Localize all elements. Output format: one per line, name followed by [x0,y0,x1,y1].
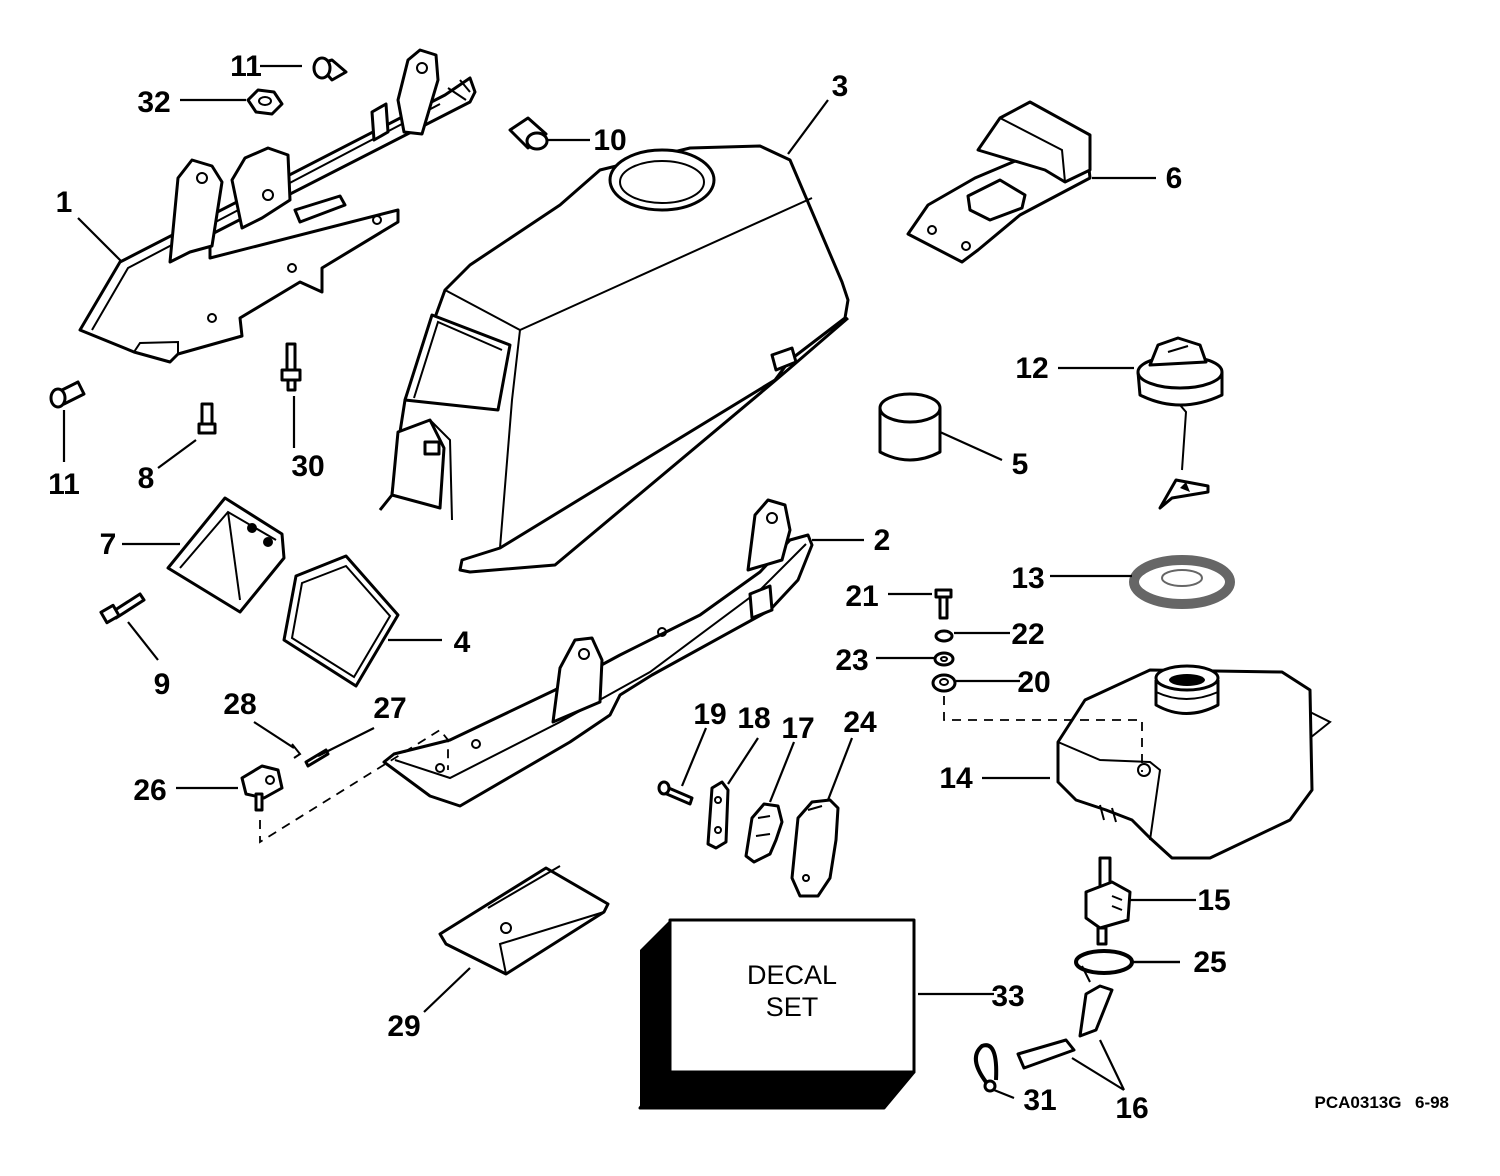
part-11-screw-lower [49,380,86,409]
callout-14: 14 [939,762,973,795]
part-29-plate [438,865,610,976]
callout-1: 1 [56,186,73,219]
callout-5: 5 [1012,448,1029,481]
callout-9: 9 [154,668,171,701]
callout-27: 27 [373,692,406,725]
callout-31: 31 [1023,1084,1056,1117]
part-17-clip [744,802,784,864]
callout-4: 4 [454,626,471,659]
callout-labels: 1 2 3 4 5 6 7 8 9 10 11 11 12 13 14 15 1… [48,50,1231,1125]
callout-22: 22 [1011,618,1044,651]
callout-8: 8 [138,462,155,495]
part-1-cowl-side [78,48,477,364]
callout-7: 7 [100,528,117,561]
part-15-fuel-valve [1084,856,1132,946]
callout-11-lower: 11 [48,468,80,501]
callout-30: 30 [291,450,324,483]
part-7-latch [166,496,286,614]
callout-20: 20 [1017,666,1050,699]
part-13-seal [1129,555,1235,609]
part-30-stud [280,342,302,392]
part-16-hose [1016,984,1114,1070]
drawing-date: 6-98 [1415,1093,1449,1112]
drawing-reference: PCA0313G [1315,1093,1402,1112]
part-25-clamp [1074,949,1134,983]
callout-16: 16 [1115,1092,1148,1125]
part-23-washer [933,651,955,667]
callout-32: 32 [137,86,170,119]
part-14-fuel-tank [1056,664,1332,860]
assembly-dashed-lines [259,696,1143,844]
callout-33: 33 [991,980,1024,1013]
part-28-retainer [291,743,302,759]
callout-24: 24 [843,706,877,739]
callout-10: 10 [593,124,626,157]
part-26-fitting [240,764,284,812]
part-3-motor-cover [378,144,850,574]
callout-19: 19 [693,698,726,731]
callout-12: 12 [1015,352,1048,385]
callout-21: 21 [845,580,878,613]
callout-26: 26 [133,774,166,807]
part-6-latch-plate [906,100,1092,264]
part-33-decal-set: DECAL SET [638,918,916,1110]
part-31-clamp [974,1043,999,1093]
part-22-washer [934,629,954,643]
callout-3: 3 [832,70,849,103]
callout-6: 6 [1166,162,1183,195]
callout-28: 28 [223,688,256,721]
part-8-screw [197,402,217,435]
part-11-screw-upper [312,56,348,82]
callout-23: 23 [835,644,868,677]
leader-lines [62,64,1196,1100]
part-4-gasket [282,554,400,688]
part-19-screw [657,780,694,806]
part-32-nut [246,88,284,116]
part-24-pad [790,798,840,898]
part-2-cowl-side [382,498,814,808]
part-12-filler-cap [1136,336,1224,510]
part-10-bushing [508,116,549,151]
callout-25: 25 [1193,946,1226,979]
decal-line-1: DECAL [747,960,837,990]
callout-15: 15 [1197,884,1230,917]
part-9-screw [99,592,146,625]
callout-18: 18 [737,702,770,735]
part-18-plate [706,780,730,850]
callout-11-upper: 11 [230,50,262,83]
callout-29: 29 [387,1010,420,1043]
callout-13: 13 [1011,562,1044,595]
part-5-grommet [878,392,942,462]
callout-17: 17 [781,712,814,745]
callout-2: 2 [874,524,891,557]
decal-line-2: SET [766,992,819,1022]
part-21-screw [934,588,953,620]
part-20-grommet [931,673,957,693]
